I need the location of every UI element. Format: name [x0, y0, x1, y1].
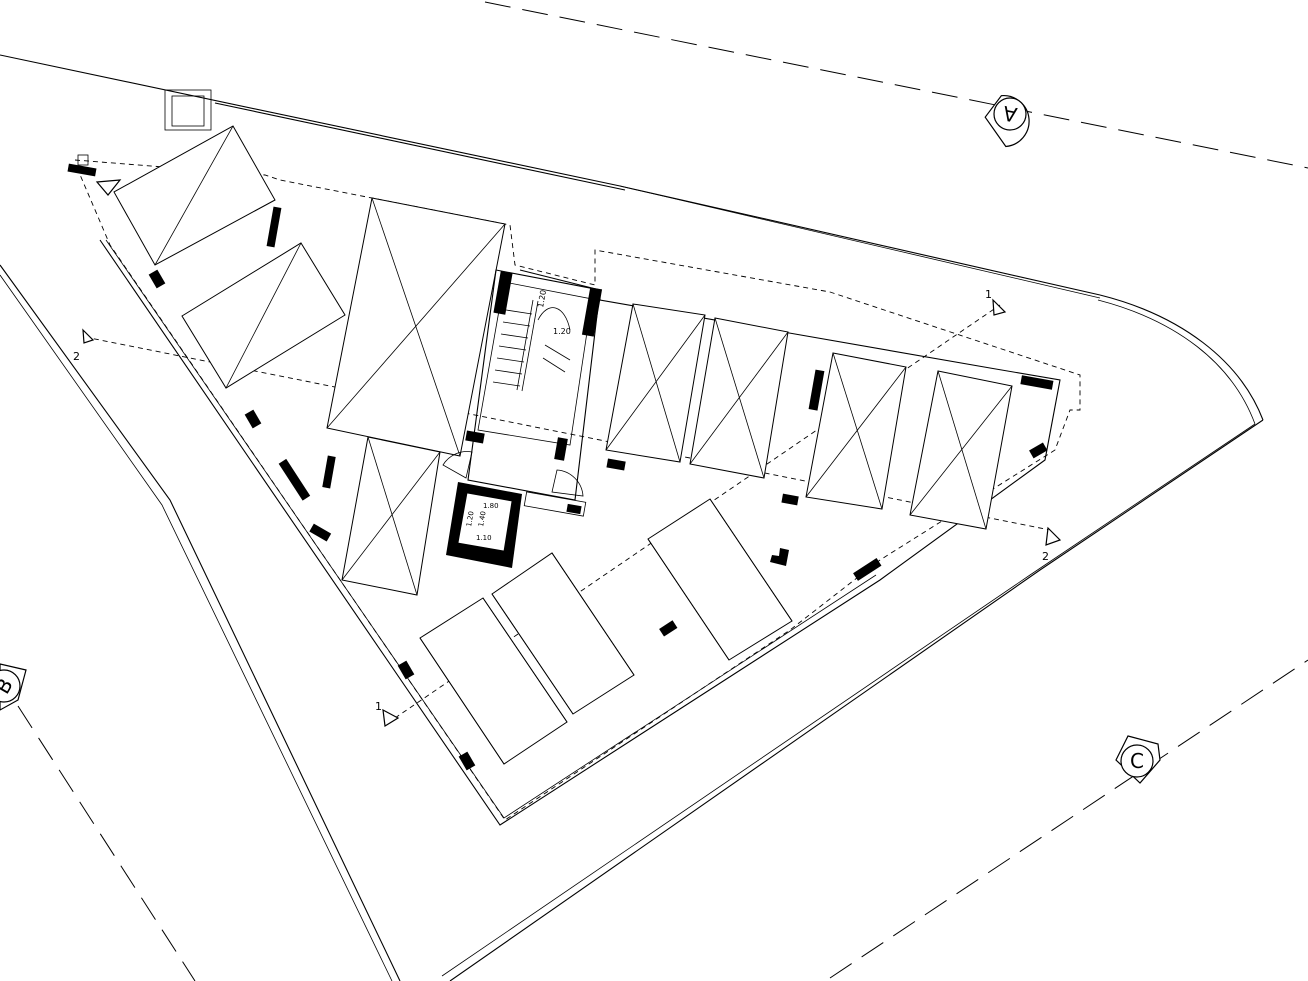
grid-label-a: A: [1001, 101, 1019, 127]
grid-line-a: [484, 1, 1308, 169]
column: [309, 523, 332, 542]
site-line-west-inner: [0, 274, 393, 981]
parking-space: [491, 552, 635, 715]
dimension-label: 1.20: [553, 327, 571, 336]
core-wall: [493, 271, 513, 315]
column: [853, 558, 882, 581]
door-swing: [551, 469, 584, 497]
section-label-1-top: 1: [985, 288, 992, 301]
site-boundary: [0, 54, 1264, 981]
lift-landing-wall: [566, 503, 582, 515]
core-wall: [581, 287, 603, 337]
stair-treads: [492, 299, 571, 392]
dimension-label: 1.80: [483, 502, 499, 510]
ground-floor-outline-inner: [105, 239, 877, 819]
column: [1020, 375, 1054, 390]
section-label-1-bottom: 1: [375, 700, 382, 713]
dimension-label: 1.20: [536, 289, 548, 308]
column: [781, 493, 799, 506]
column: [266, 206, 282, 248]
stair-core-outline: [467, 269, 601, 501]
parking-space: [419, 597, 568, 765]
core-wall: [554, 437, 568, 461]
section-label-2-right: 2: [1042, 550, 1049, 563]
column: [67, 163, 97, 177]
column: [322, 455, 336, 489]
parking-space: [326, 197, 506, 457]
core-wall: [465, 430, 485, 444]
site-line-east: [449, 419, 1264, 981]
sidewalk-north: [619, 185, 1101, 299]
building-core: 1.20 1.20 1.80 1.40 1.10 1.20: [442, 269, 603, 568]
section-label-2-left: 2: [73, 350, 80, 363]
dimension-label: 1.40: [477, 511, 488, 528]
column: [659, 620, 678, 637]
grid-tag-c: C: [1115, 735, 1161, 784]
column: [808, 369, 825, 411]
grid-label-c: C: [1130, 749, 1144, 773]
site-corner-curve-inner: [1097, 299, 1256, 425]
parking-spaces: [113, 125, 1013, 765]
north-utility-box: [164, 89, 212, 131]
parking-space: [605, 303, 706, 463]
columns: [67, 154, 1054, 771]
grid-tag-b: B: [0, 663, 27, 711]
site-line-west: [0, 264, 401, 981]
grid-line-c: [829, 659, 1308, 979]
door-swing: [442, 451, 473, 479]
column: [148, 269, 166, 289]
parking-space: [805, 352, 907, 510]
section-arrow-2-right: [1045, 526, 1062, 546]
column: [278, 458, 311, 501]
parking-space: [113, 125, 276, 266]
lift-shaft: [457, 492, 513, 552]
section-arrow-1-bottom: [382, 708, 400, 727]
grid-line-b: [17, 705, 196, 981]
section-arrow-left-corner: [95, 179, 122, 196]
parking-space: [909, 370, 1013, 530]
section-arrow-2-left: [82, 328, 95, 344]
dimension-label: 1.20: [465, 511, 476, 528]
grid-axis-tags: A B C: [0, 95, 1161, 784]
parking-space: [689, 317, 789, 479]
grid-tag-a: A: [984, 95, 1030, 148]
lift-landing: [523, 491, 587, 517]
column: [606, 458, 626, 471]
site-corner-curve: [1099, 294, 1264, 421]
column: [458, 751, 476, 771]
parking-space: [341, 436, 441, 596]
north-utility-box-inner: [171, 95, 205, 127]
grid-lines: [17, 1, 1308, 981]
dimension-label: 1.10: [476, 534, 492, 542]
parking-space: [181, 242, 346, 389]
site-line-east-inner: [441, 423, 1256, 977]
column: [244, 409, 262, 429]
parking-space: [647, 498, 793, 661]
column: [397, 660, 415, 680]
column: [1029, 442, 1048, 459]
stair-core-inner: [477, 281, 593, 446]
section-arrow-1-top: [992, 298, 1007, 316]
column: [770, 548, 789, 566]
column-hatched: [77, 154, 89, 166]
site-line-north-inner: [214, 102, 626, 191]
